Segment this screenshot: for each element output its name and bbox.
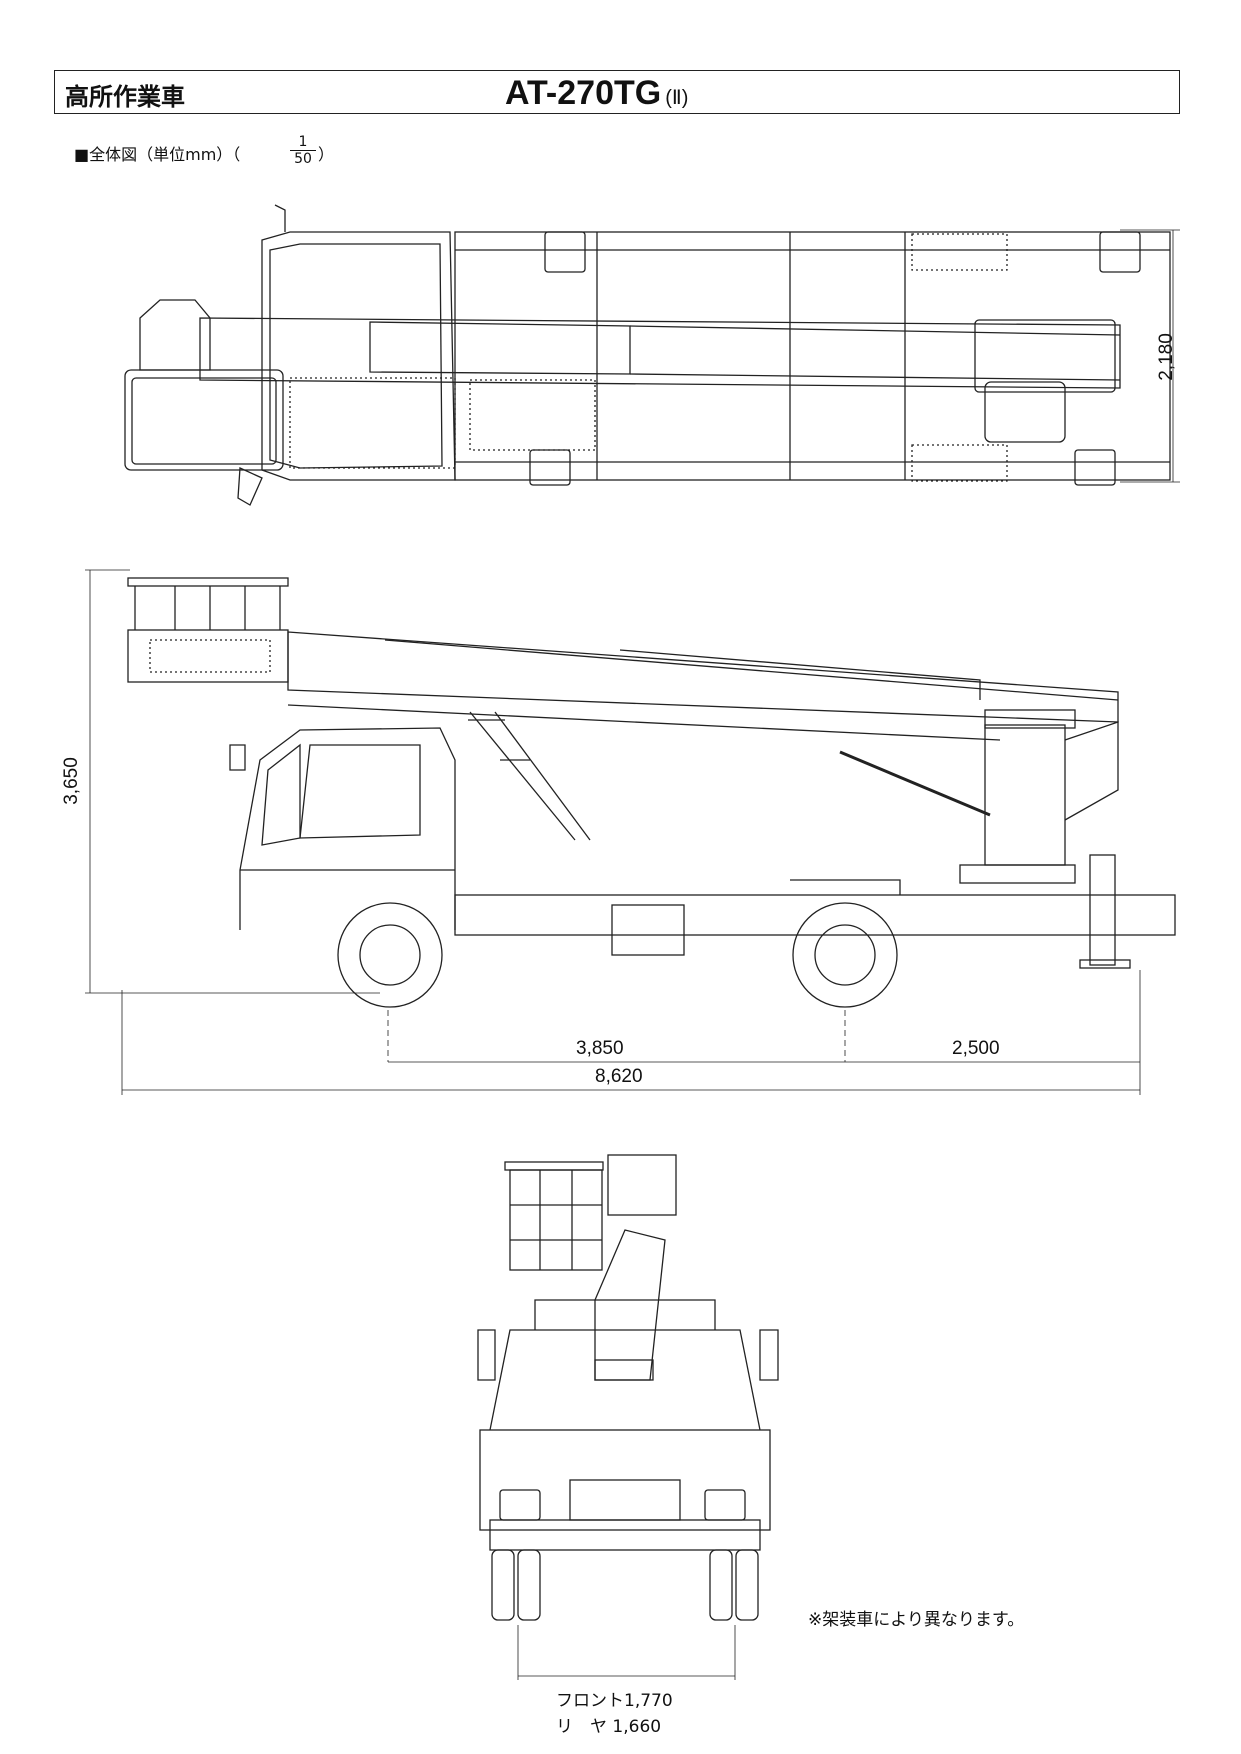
- title-box: 高所作業車 AT-270TG(Ⅱ): [54, 70, 1180, 114]
- rear-view: [477, 1154, 779, 1680]
- top-view: [124, 204, 1180, 506]
- model-name: AT-270TG(Ⅱ): [505, 74, 689, 112]
- model-suffix: (Ⅱ): [665, 87, 689, 109]
- drawing-caption: ■全体図（単位mm）（: [74, 145, 241, 164]
- disclaimer-note: ※架装車により異なります。: [808, 1610, 1025, 1630]
- caption-close: ）: [318, 145, 335, 164]
- vehicle-category: 高所作業車: [65, 83, 185, 111]
- side-view: [85, 569, 1176, 1095]
- scale-denominator: 50: [294, 151, 312, 167]
- front-track: フロント1,770: [556, 1691, 673, 1711]
- scale-fraction: 1 50: [290, 134, 316, 167]
- scale-numerator: 1: [290, 134, 316, 151]
- dimension-height: 3,650: [60, 757, 82, 805]
- dimension-overall-length: 8,620: [595, 1066, 643, 1087]
- rear-track: リ ヤ 1,660: [556, 1717, 662, 1737]
- dimension-wheelbase: 3,850: [576, 1038, 624, 1059]
- dimension-rear-overhang: 2,500: [952, 1038, 1000, 1059]
- dimension-width: 2,180: [1155, 333, 1177, 381]
